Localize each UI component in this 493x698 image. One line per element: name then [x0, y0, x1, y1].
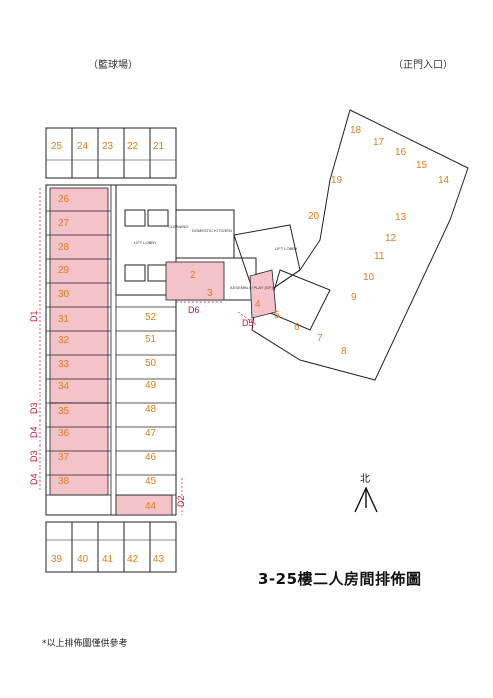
assembly-play-label: ASSEMBLY/ PLAY (GF): [230, 285, 273, 290]
room-33: 33: [58, 359, 70, 370]
highlighted-rooms: [49, 187, 277, 516]
room-7: 7: [317, 333, 323, 344]
lift-shaft-3: [124, 264, 146, 282]
room-42: 42: [127, 554, 139, 565]
highlight-room-4: [249, 269, 277, 319]
dim-D3-lower: D3: [29, 450, 39, 462]
highlight-rooms-26-34: [49, 187, 109, 404]
room-43: 43: [153, 554, 165, 565]
room-36: 36: [58, 428, 70, 439]
room-numbers: 21 22 23 24 25 26 27 28 29 30 31 32 33 3…: [51, 125, 450, 565]
dimension-lines: [39, 188, 259, 515]
room-19: 19: [331, 175, 343, 186]
dim-D2: D2: [176, 495, 186, 507]
room-29: 29: [58, 265, 70, 276]
page-title: 3-25樓二人房間排佈圖: [258, 570, 422, 588]
room-50: 50: [145, 358, 157, 369]
room-41: 41: [102, 554, 114, 565]
room-49: 49: [145, 380, 157, 391]
room-14: 14: [438, 175, 450, 186]
room-45: 45: [145, 476, 157, 487]
room-51: 51: [145, 334, 157, 345]
dimension-line-D5: [237, 311, 259, 327]
room-9: 9: [351, 292, 357, 303]
room-26: 26: [58, 194, 70, 205]
facility-labels: LIFT LOBBY DOMESTIC KITCHEN CLEANING ASS…: [134, 224, 298, 290]
room-34: 34: [58, 381, 70, 392]
basketball-court-label: （籃球場）: [88, 60, 138, 71]
room-5: 5: [274, 310, 280, 321]
lift-shaft-4: [147, 264, 169, 282]
room-8: 8: [341, 346, 347, 357]
room-2: 2: [190, 270, 196, 281]
domestic-kitchen-label: DOMESTIC KITCHEN: [192, 228, 232, 233]
lift-lobby-label-left: LIFT LOBBY: [134, 240, 157, 245]
north-arrow-icon: [354, 486, 378, 513]
room-6: 6: [294, 322, 300, 333]
room-31: 31: [58, 314, 70, 325]
room-28: 28: [58, 242, 70, 253]
dim-D5: D5: [242, 318, 254, 328]
dim-D4-lower: D4: [29, 473, 39, 485]
room-47: 47: [145, 428, 157, 439]
room-4: 4: [255, 299, 261, 310]
dim-D3-upper: D3: [29, 402, 39, 414]
lift-shaft-1: [124, 209, 146, 227]
room-24: 24: [77, 141, 89, 152]
room-13: 13: [395, 212, 407, 223]
room-11: 11: [374, 251, 385, 262]
dim-D4-upper: D4: [29, 426, 39, 438]
room-27: 27: [58, 218, 70, 229]
room-35: 35: [58, 406, 70, 417]
dim-D1: D1: [29, 310, 39, 322]
room-18: 18: [350, 125, 362, 136]
room-25: 25: [51, 141, 63, 152]
domestic-kitchen: [175, 209, 235, 259]
highlight-rooms-35-38: [49, 402, 109, 496]
room-10: 10: [363, 272, 375, 283]
lift-lobby-label-right: LIFT LOBBY: [275, 246, 298, 251]
cleaning-room-label: CLEANING: [168, 224, 188, 229]
room-52: 52: [145, 312, 157, 323]
room-46: 46: [145, 452, 157, 463]
room-40: 40: [77, 554, 89, 565]
highlight-room-44: [115, 494, 173, 516]
room-17: 17: [373, 137, 385, 148]
room-38: 38: [58, 476, 70, 487]
room-44: 44: [145, 501, 157, 512]
main-entrance-label: （正門入口）: [393, 60, 453, 71]
dim-D6: D6: [188, 305, 200, 315]
top-block: [45, 127, 177, 179]
left-wing-dividers: [46, 210, 176, 496]
room-23: 23: [102, 141, 114, 152]
bottom-block: [45, 521, 177, 573]
top-block-outline: [45, 127, 177, 179]
right-wing: [251, 109, 469, 381]
room-37: 37: [58, 452, 70, 463]
lift-shaft-2: [147, 209, 169, 227]
room-32: 32: [58, 335, 70, 346]
room-20: 20: [308, 211, 320, 222]
highlight-room-2-3: [165, 261, 225, 301]
room-48: 48: [145, 404, 157, 415]
room-15: 15: [416, 160, 428, 171]
room-22: 22: [127, 141, 139, 152]
north-label: 北: [360, 473, 370, 485]
bottom-block-outline: [45, 521, 177, 573]
room-12: 12: [385, 233, 397, 244]
room-21: 21: [153, 141, 165, 152]
room-30: 30: [58, 289, 70, 300]
dimension-labels: D1 D3 D4 D3 D4 D2 D6 D5: [29, 305, 254, 507]
room-3: 3: [207, 288, 213, 299]
room-39: 39: [51, 554, 63, 565]
room-16: 16: [395, 147, 407, 158]
footnote: *以上排佈圖僅供參考: [42, 639, 128, 649]
